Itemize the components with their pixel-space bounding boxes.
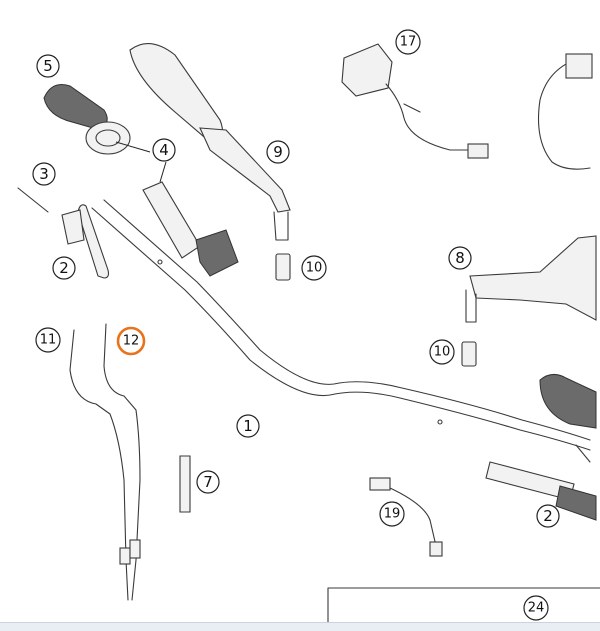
callout-5: 5 [36,54,60,78]
svg-text:12: 12 [123,334,140,349]
callout-19: 19 [379,501,405,527]
callout-12-highlighted: 12 [116,326,146,356]
callout-10-right: 10 [429,339,455,365]
callout-2-left: 2 [52,256,76,280]
mirror-nut-right-part [461,341,477,367]
throttle-cables-part [69,323,141,601]
callout-8: 8 [448,246,472,270]
callout-4: 4 [152,138,176,162]
svg-text:11: 11 [40,333,57,348]
right-tube-part [485,461,597,521]
kit-box-part [327,587,600,623]
callout-7: 7 [196,470,220,494]
callout-10-left: 10 [301,255,327,281]
callout-2-right: 2 [536,504,560,528]
svg-text:24: 24 [528,601,545,616]
svg-text:1: 1 [243,417,253,435]
switch-part [341,43,489,159]
grip-part [142,181,239,277]
svg-text:10: 10 [306,261,323,276]
mirror-left-part [129,43,291,241]
sensor-part [369,477,443,557]
left-grip-part [43,84,131,155]
mirror-right-part [465,235,597,323]
callout-9: 9 [266,140,290,164]
callout-1: 1 [236,414,260,438]
svg-text:9: 9 [273,143,283,161]
svg-text:3: 3 [39,165,49,183]
svg-text:2: 2 [59,259,69,277]
callout-3: 3 [32,162,56,186]
svg-text:5: 5 [43,57,53,75]
clamp-plate-part [179,455,191,513]
throttle-tube-part [17,187,110,279]
callout-11: 11 [35,327,61,353]
svg-text:8: 8 [455,249,465,267]
right-grip-part [539,374,597,429]
svg-text:17: 17 [400,35,417,50]
svg-text:7: 7 [203,473,213,491]
mirror-nut-left-part [275,253,291,281]
svg-text:19: 19 [384,507,401,522]
callout-17: 17 [395,29,421,55]
svg-text:4: 4 [159,141,169,159]
svg-text:10: 10 [434,345,451,360]
handlebar-part [91,199,591,463]
window-bottom-bar [0,622,600,631]
callout-24: 24 [523,595,549,621]
svg-text:2: 2 [543,507,553,525]
right-switch-cable-part [537,53,593,170]
leader-lines [115,141,167,183]
